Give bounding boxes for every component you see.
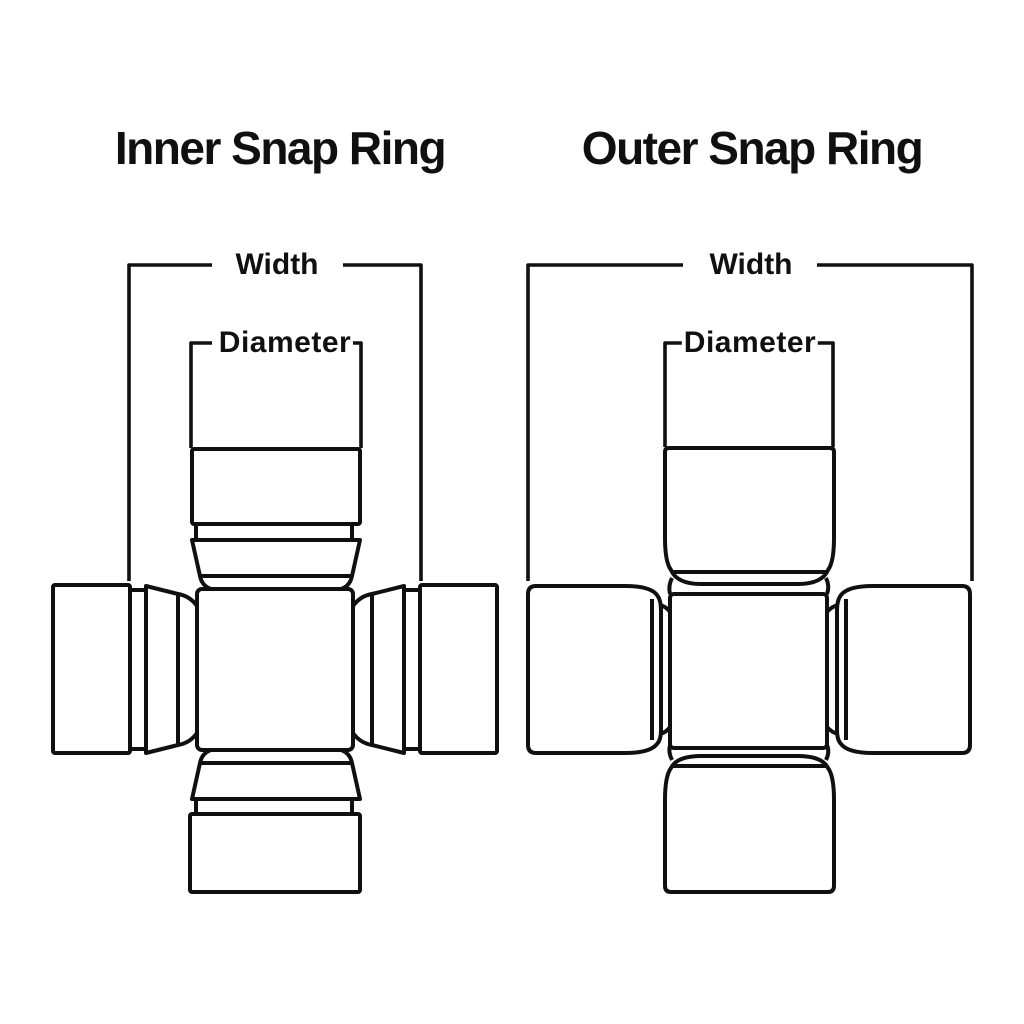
inner-right-snap-ring [402, 588, 422, 751]
outer-bottom-arm [663, 744, 836, 894]
inner-left-bearing-cap [51, 583, 132, 755]
outer-body [668, 592, 829, 750]
outer-right-arm [825, 584, 972, 755]
outer-right-bearing-cap [835, 584, 972, 755]
inner-top-bearing-cap [190, 447, 362, 526]
outer-top-bearing-cap [663, 446, 836, 586]
inner-bottom-bearing-cap [188, 812, 362, 894]
inner-right-collar [370, 584, 406, 755]
outer-diameter-bracket-left [663, 341, 684, 447]
outer-left-bearing-cap [526, 584, 663, 755]
outer-diagram-title: Outer Snap Ring [581, 122, 924, 174]
outer-bottom-fillet-right [824, 744, 831, 761]
inner-right-bearing-cap [418, 583, 499, 755]
inner-snap-ring-diagram [51, 263, 499, 894]
outer-bottom-fillet-left [667, 744, 674, 761]
inner-bottom-arm [188, 748, 362, 894]
outer-width-bracket-left [526, 263, 683, 581]
inner-width-bracket-left [127, 263, 212, 581]
inner-top-collar [190, 538, 362, 578]
inner-left-arm [51, 583, 199, 755]
inner-width-label: Width [233, 248, 321, 282]
inner-width-bracket-right [343, 263, 423, 581]
inner-diameter-label: Diameter [216, 326, 354, 360]
outer-top-fillet-right [824, 577, 831, 595]
inner-right-fillet-top [351, 592, 373, 608]
outer-snap-ring-diagram [526, 263, 974, 894]
inner-right-fillet-bottom [351, 731, 373, 747]
outer-top-arm [663, 446, 836, 595]
inner-left-collar [144, 584, 180, 755]
inner-ujoint-cross [51, 447, 499, 894]
inner-diameter-bracket [189, 341, 363, 448]
outer-bottom-bearing-cap [663, 754, 836, 894]
inner-bottom-snap-ring [194, 797, 354, 816]
outer-ujoint-cross [526, 446, 972, 894]
outer-top-fillet-left [667, 577, 674, 595]
outer-width-bracket [526, 263, 974, 581]
inner-top-arm [190, 447, 362, 591]
inner-diagram-title: Inner Snap Ring [114, 122, 447, 174]
inner-width-bracket [127, 263, 423, 581]
inner-left-fillet-top [177, 592, 199, 608]
inner-body [195, 587, 355, 752]
outer-width-label: Width [707, 248, 795, 282]
outer-diameter-bracket-right [816, 341, 835, 447]
inner-bottom-collar [190, 761, 362, 801]
inner-left-fillet-bottom [177, 731, 199, 747]
outer-width-bracket-right [817, 263, 974, 581]
inner-left-snap-ring [128, 588, 148, 751]
inner-diameter-bracket-right [353, 341, 363, 448]
outer-diameter-label: Diameter [681, 326, 819, 360]
inner-top-snap-ring [194, 522, 354, 542]
inner-right-arm [351, 583, 499, 755]
outer-diameter-bracket [663, 341, 835, 447]
inner-diameter-bracket-left [189, 341, 212, 448]
outer-left-arm [526, 584, 672, 755]
